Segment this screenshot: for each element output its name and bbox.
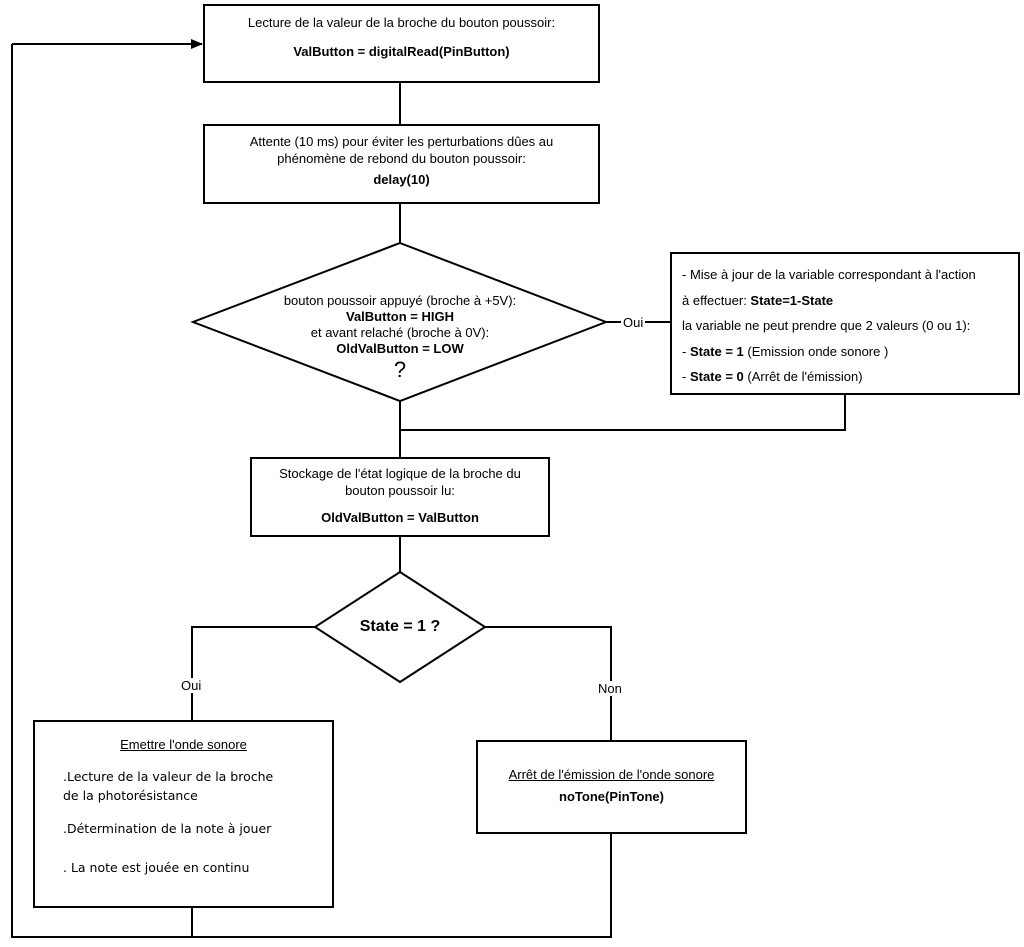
connector-state-non <box>485 626 612 740</box>
delay-text-line2: phénomène de rebond du bouton poussoir: <box>277 151 526 166</box>
delay-box: Attente (10 ms) pour éviter les perturba… <box>203 124 600 204</box>
decision-press-question: ? <box>393 357 407 382</box>
decision-state-diamond <box>313 570 487 684</box>
state-update-formula: State=1-State <box>750 292 834 308</box>
decision-press-line3: et avant relaché (broche à 0V): <box>310 325 490 340</box>
decision-press-diamond <box>190 241 609 403</box>
state-update-line4: - State = 1 (Emission onde sonore ) <box>682 339 1018 365</box>
state-update-line2: à effectuer: State=1-State <box>682 288 1018 314</box>
label-non: Non <box>596 681 624 696</box>
state-update-dash: - <box>682 369 690 384</box>
state-update-line3: la variable ne peut prendre que 2 valeur… <box>682 318 971 333</box>
emit-sound-line4: . La note est jouée en continu <box>63 860 250 875</box>
state-update-line2-text: à effectuer: <box>682 292 751 308</box>
emit-sound-line3: .Détermination de la note à jouer <box>63 821 272 836</box>
decision-press-text: bouton poussoir appuyé (broche à +5V): V… <box>233 293 567 383</box>
state-update-state0: State = 0 <box>689 369 744 384</box>
store-state-box: Stockage de l'état logique de la broche … <box>250 457 550 537</box>
decision-press-line1: bouton poussoir appuyé (broche à +5V): <box>283 293 517 308</box>
emit-sound-box: Emettre l'onde sonore .Lecture de la val… <box>33 720 334 908</box>
emit-sound-title: Emettre l'onde sonore <box>120 737 247 752</box>
read-button-text: Lecture de la valeur de la broche du bou… <box>247 15 556 30</box>
state-update-dash: - <box>682 343 690 359</box>
stop-sound-box: Arrêt de l'émission de l'onde sonore noT… <box>476 740 747 834</box>
state-update-state1: State = 1 <box>689 343 744 359</box>
state-update-state0-desc: (Arrêt de l'émission) <box>743 369 863 384</box>
state-update-line5: - State = 0 (Arrêt de l'émission) <box>682 364 1018 390</box>
state-update-line1: - Mise à jour de la variable corresponda… <box>682 267 976 282</box>
label-oui-right: Oui <box>621 315 646 330</box>
state-update-box: - Mise à jour de la variable corresponda… <box>670 252 1020 395</box>
store-state-code: OldValButton = ValButton <box>321 510 479 525</box>
decision-press-line4: OldValButton = LOW <box>336 341 464 356</box>
read-button-box: Lecture de la valeur de la broche du bou… <box>203 4 600 83</box>
delay-code: delay(10) <box>373 172 430 187</box>
connector-update-return <box>400 395 846 431</box>
stop-sound-code: noTone(PinTone) <box>559 789 664 804</box>
store-state-line1: Stockage de l'état logique de la broche … <box>279 466 521 481</box>
connector-state-oui <box>191 626 315 720</box>
decision-state-text: State = 1 ? <box>359 618 441 635</box>
emit-sound-line1: .Lecture de la valeur de la broche <box>63 769 274 784</box>
store-state-line2: bouton poussoir lu: <box>345 483 455 498</box>
stop-sound-title: Arrêt de l'émission de l'onde sonore <box>508 767 715 782</box>
connector-stop-bottom <box>11 44 612 938</box>
label-oui-left: Oui <box>179 678 204 693</box>
state-update-state1-desc: (Emission onde sonore ) <box>743 343 889 359</box>
decision-press-line2: ValButton = HIGH <box>346 309 454 324</box>
delay-text-line1: Attente (10 ms) pour éviter les perturba… <box>249 134 554 149</box>
read-button-code: ValButton = digitalRead(PinButton) <box>293 44 510 59</box>
emit-sound-line2: de la photorésistance <box>63 788 198 803</box>
